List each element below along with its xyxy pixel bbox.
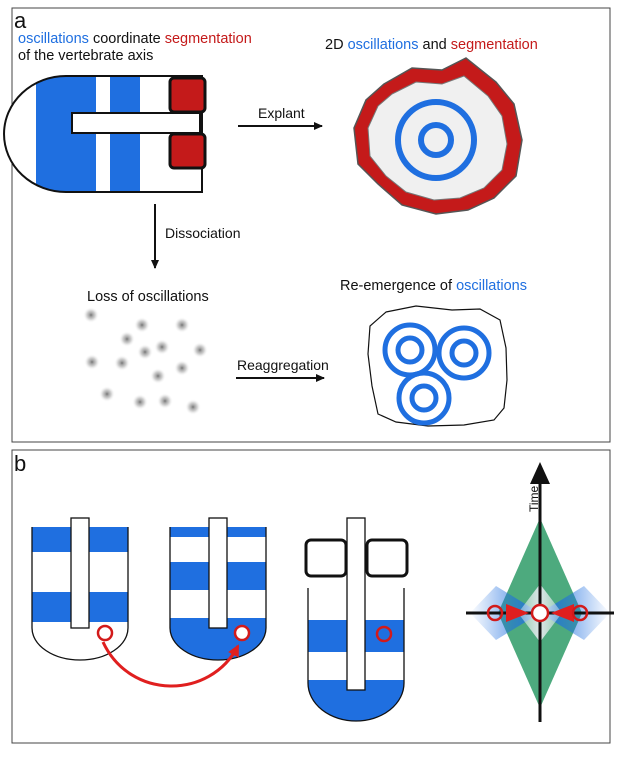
reaggregate xyxy=(367,305,508,427)
cell-left xyxy=(486,604,504,622)
tail-stage-2 xyxy=(169,517,267,661)
explant-ring-inner xyxy=(418,122,454,158)
explant-title-segmentation: segmentation xyxy=(451,37,538,53)
space-time-diagram: Time xyxy=(466,462,614,722)
tail-stage-1 xyxy=(31,517,129,661)
explant-title-2d: 2D xyxy=(325,37,348,53)
panel-b-frame xyxy=(11,449,611,744)
panel-a-title: oscillations coordinate segmentation xyxy=(18,31,252,47)
loss-label: Loss of oscillations xyxy=(87,289,209,305)
explant-ring-outer xyxy=(395,99,477,181)
somite-box-right xyxy=(365,538,409,578)
time-label: Time xyxy=(527,485,541,512)
panel-b-letter: b xyxy=(14,451,26,476)
title-segmentation: segmentation xyxy=(165,31,252,47)
reemergence-title: Re-emergence of oscillations xyxy=(340,278,527,294)
title-coordinate: coordinate xyxy=(89,31,165,47)
cell-center xyxy=(530,603,550,623)
cell-marker xyxy=(233,624,251,642)
panel-a-title-line2: of the vertebrate axis xyxy=(18,48,153,64)
somite-bottom xyxy=(168,132,207,170)
reemergence-text: Re-emergence of xyxy=(340,278,456,294)
reaggregation-label: Reaggregation xyxy=(237,357,329,373)
time-axis-arrowhead xyxy=(530,462,550,484)
dissociated-cells xyxy=(83,307,208,415)
reemergence-oscillations: oscillations xyxy=(456,278,527,294)
somite-top xyxy=(168,76,207,114)
explant-label: Explant xyxy=(258,105,305,121)
cell-marker xyxy=(96,624,114,642)
explant-title: 2D oscillations and segmentation xyxy=(325,37,538,53)
convergence-arrow-right xyxy=(551,604,574,622)
explant xyxy=(353,57,523,215)
cell-marker xyxy=(375,625,393,643)
convergence-arrow-left xyxy=(506,604,529,622)
panel-a-frame xyxy=(11,7,611,443)
somite-box-left xyxy=(304,538,348,578)
explant-title-and: and xyxy=(419,37,451,53)
title-oscillations: oscillations xyxy=(18,31,89,47)
embryo-tail xyxy=(3,75,207,193)
panel-a-letter: a xyxy=(14,8,27,33)
explant-title-oscillations: oscillations xyxy=(348,37,419,53)
cell-right xyxy=(571,604,589,622)
tail-stage-3 xyxy=(304,517,409,722)
dissociation-label: Dissociation xyxy=(165,225,240,241)
cell-movement-arrow xyxy=(101,641,240,688)
